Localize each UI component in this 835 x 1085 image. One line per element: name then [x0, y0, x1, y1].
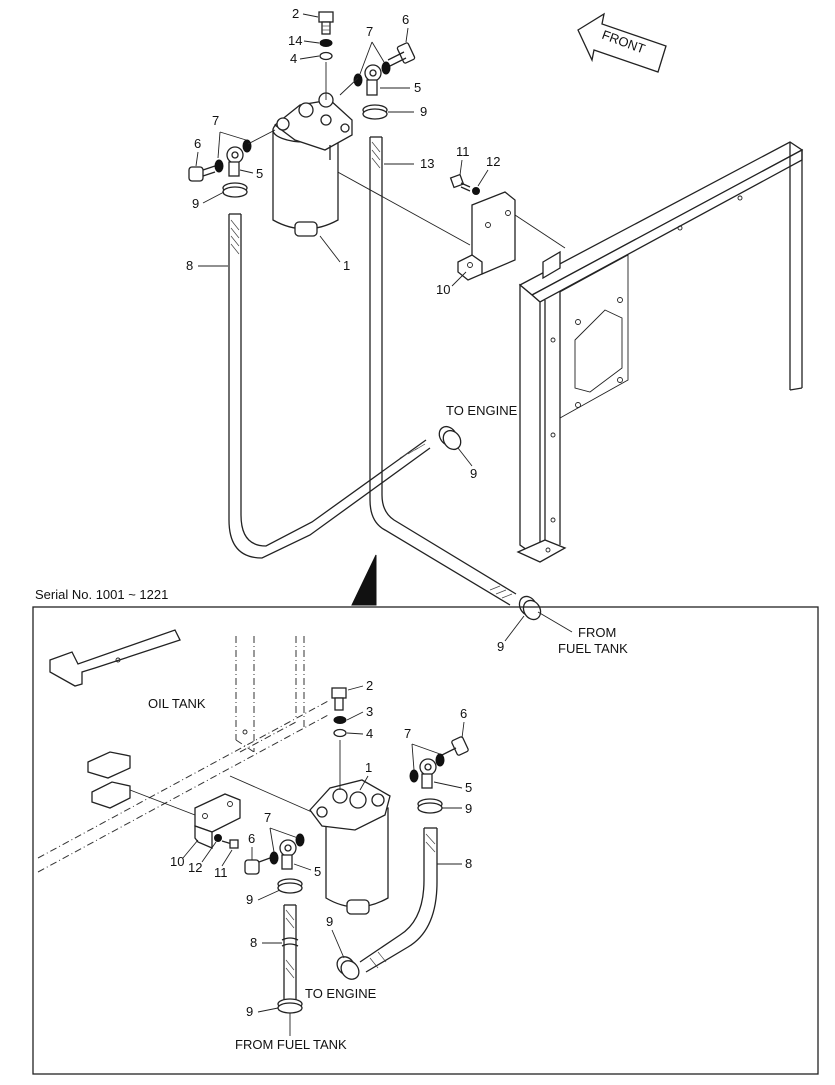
bolt-11-inset [221, 839, 239, 849]
washer-12-inset [214, 834, 222, 842]
banjo-fitting-right [353, 42, 416, 120]
callout-2-inset: 2 [366, 678, 373, 693]
callouts-upper: 2 14 4 7 6 5 9 13 11 12 10 7 6 5 9 8 1 [186, 6, 628, 656]
bolt-11 [449, 173, 471, 192]
callout-6-left: 6 [194, 136, 201, 151]
callout-9-inset-left: 9 [246, 892, 253, 907]
callout-5-top: 5 [414, 80, 421, 95]
callout-7-left: 7 [212, 113, 219, 128]
callout-1-top: 1 [343, 258, 350, 273]
callout-8-inset-left: 8 [250, 935, 257, 950]
callouts-inset: 2 3 4 1 6 7 5 9 8 7 6 5 9 8 9 9 10 12 [170, 678, 472, 1052]
callout-7-inset-right: 7 [404, 726, 411, 741]
banjo-fitting-left-inset [244, 833, 305, 894]
bolt-2-top [318, 11, 334, 35]
callout-6-top: 6 [402, 12, 409, 27]
callout-9-left: 9 [192, 196, 199, 211]
to-engine-label-inset: TO ENGINE [305, 986, 377, 1001]
callout-7-inset-left: 7 [264, 810, 271, 825]
from-label-line1: FROM [578, 625, 616, 640]
callout-9-inset-bottom: 9 [246, 1004, 253, 1019]
front-arrow-icon: FRONT [577, 12, 667, 73]
callout-13: 13 [420, 156, 434, 171]
fuel-hose-8 [228, 213, 431, 559]
callout-6-inset-right: 6 [460, 706, 467, 721]
bolt-2-inset [331, 687, 347, 711]
fuel-filter-inset [309, 740, 391, 915]
callout-11: 11 [456, 144, 470, 159]
from-fuel-tank-label-inset: FROM FUEL TANK [235, 1037, 347, 1052]
callout-9-top: 9 [420, 104, 427, 119]
callout-10-top: 10 [436, 282, 450, 297]
fuel-filter-upper [272, 62, 353, 237]
callout-14: 14 [288, 33, 302, 48]
washer-4-inset [333, 728, 347, 738]
callout-9-inset-right: 9 [465, 801, 472, 816]
callout-8-top: 8 [186, 258, 193, 273]
oil-tank-outline [37, 629, 331, 873]
fuel-hose-13 [369, 136, 517, 606]
callout-6-inset-left: 6 [248, 831, 255, 846]
washer-12 [472, 187, 480, 195]
callout-12-inset: 12 [188, 860, 202, 875]
fuel-hose-8-inset-right [336, 827, 438, 980]
detail-pointer-icon [351, 554, 377, 606]
callout-4-top: 4 [290, 51, 297, 66]
callout-4-inset: 4 [366, 726, 373, 741]
callout-5-inset-left: 5 [314, 864, 321, 879]
mounting-frame [516, 141, 804, 563]
hose-clamp-from-fuel-tank [518, 595, 542, 621]
fuel-hose-8-inset-left [277, 904, 303, 1014]
washer-3 [333, 716, 347, 724]
callout-8-inset-right: 8 [465, 856, 472, 871]
callout-5-left: 5 [256, 166, 263, 181]
callout-11-inset: 11 [214, 865, 228, 880]
callout-9-inset-engine: 9 [326, 914, 333, 929]
from-label-line2: FUEL TANK [558, 641, 628, 656]
callout-2-top: 2 [292, 6, 299, 21]
washer-4-top [319, 51, 333, 61]
oil-tank-label: OIL TANK [148, 696, 206, 711]
callout-9-tank: 9 [497, 639, 504, 654]
callout-1-inset: 1 [365, 760, 372, 775]
banjo-fitting-right-inset [409, 736, 469, 814]
hose-clamp-to-engine [438, 425, 462, 451]
to-engine-label-top: TO ENGINE [446, 403, 518, 418]
callout-5-inset-right: 5 [465, 780, 472, 795]
callout-9-engine: 9 [470, 466, 477, 481]
detail-inset-frame [32, 606, 819, 1075]
washer-14 [319, 39, 333, 47]
callout-10-inset: 10 [170, 854, 184, 869]
callout-12: 12 [486, 154, 500, 169]
serial-number-label: Serial No. 1001 ~ 1221 [35, 587, 168, 602]
filter-bracket [324, 164, 566, 281]
callout-7-top: 7 [366, 24, 373, 39]
callout-3: 3 [366, 704, 373, 719]
